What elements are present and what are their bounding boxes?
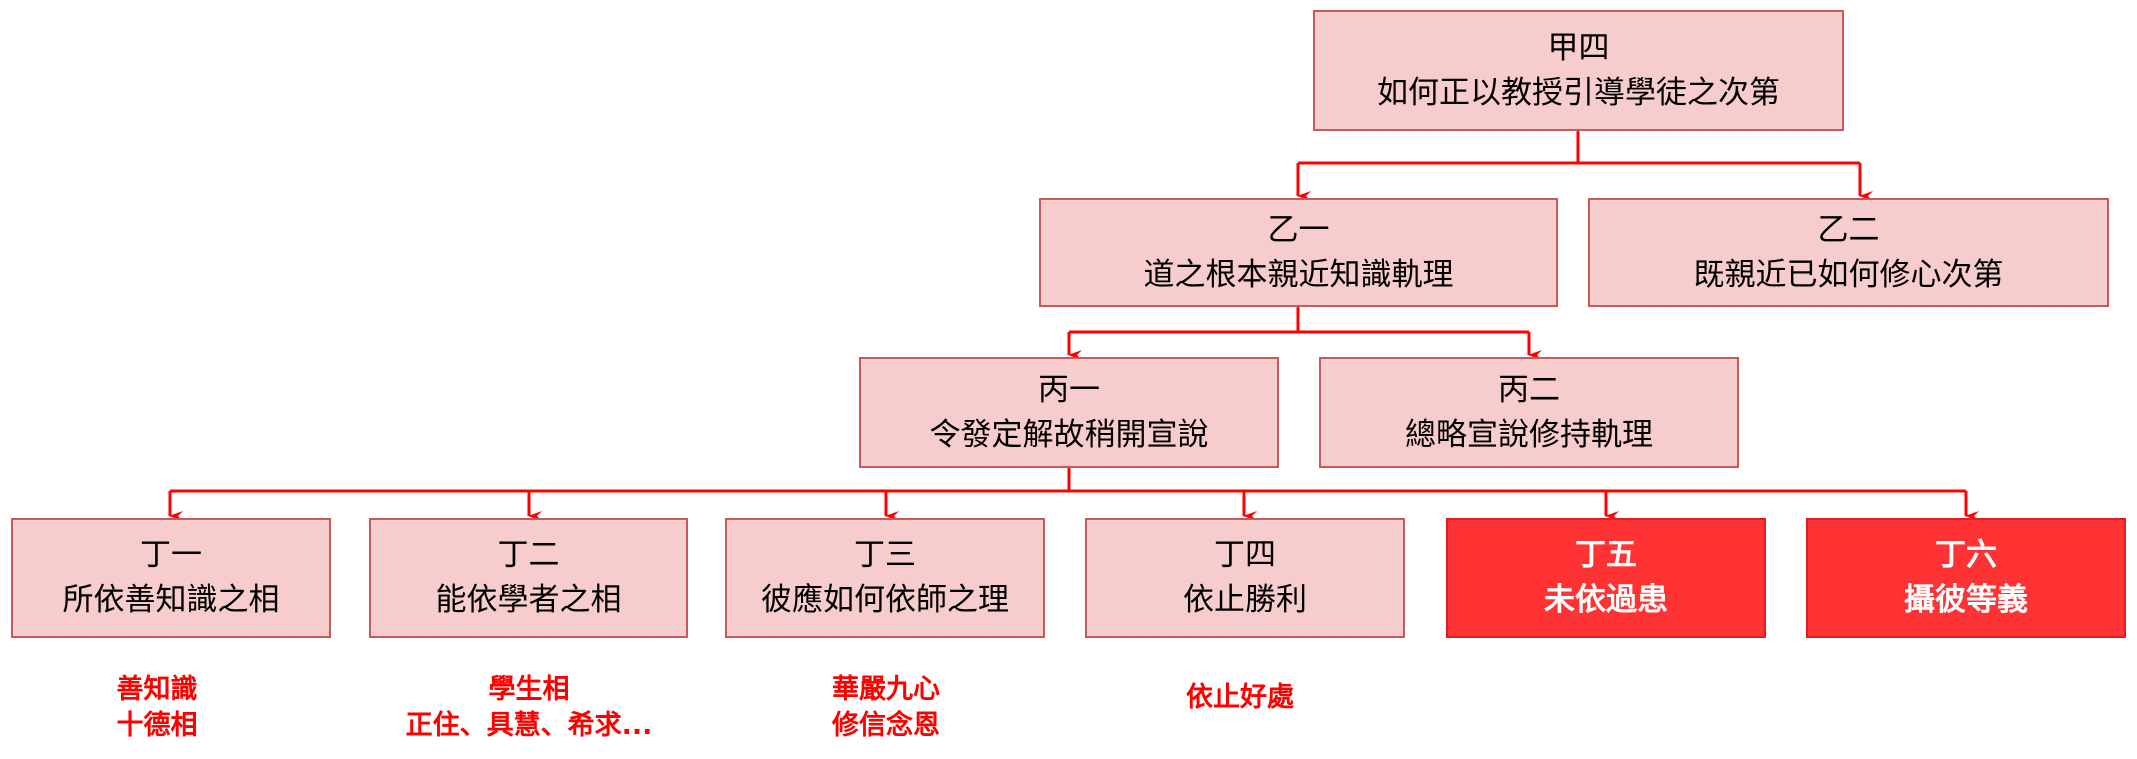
node-title: 所依善知識之相 (62, 582, 280, 618)
node-level: 丙二 (1498, 371, 1560, 408)
node-ding1[interactable]: 丁一 所依善知識之相 (11, 518, 331, 638)
note-ding4: 依止好處 (1186, 680, 1294, 716)
connector-root (1298, 131, 1860, 165)
node-ding2[interactable]: 丁二 能依學者之相 (369, 518, 688, 638)
node-title: 未依過患 (1544, 582, 1668, 618)
node-jia4[interactable]: 甲四 如何正以教授引導學徒之次第 (1313, 10, 1844, 131)
node-level: 甲四 (1547, 29, 1610, 66)
note-ding3: 華嚴九心 修信念恩 (832, 672, 940, 744)
node-title: 彼應如何依師之理 (761, 582, 1009, 618)
node-bing2[interactable]: 丙二 總略宣說修持軌理 (1319, 357, 1739, 468)
node-level: 丁二 (497, 537, 560, 574)
note-ding2: 學生相 正住、具慧、希求... (406, 672, 653, 744)
node-ding6[interactable]: 丁六 攝彼等義 (1806, 518, 2126, 638)
note-line: 十德相 (116, 710, 198, 741)
node-title: 總略宣說修持軌理 (1405, 416, 1653, 453)
note-line: 學生相 (488, 674, 570, 705)
node-title: 既親近已如何修心次第 (1693, 256, 2004, 293)
node-title: 攝彼等義 (1904, 582, 2028, 618)
node-bing1[interactable]: 丙一 令發定解故稍開宣說 (859, 357, 1279, 468)
note-line: 正住、具慧、希求... (405, 710, 653, 741)
node-level: 丙一 (1038, 371, 1100, 408)
node-level: 乙二 (1817, 211, 1880, 248)
note-line: 善知識 (116, 674, 198, 705)
node-level: 乙一 (1267, 211, 1330, 248)
node-level: 丁三 (854, 537, 916, 574)
node-level: 丁五 (1575, 537, 1637, 574)
note-line: 修信念恩 (832, 710, 940, 741)
node-yi1[interactable]: 乙一 道之根本親近知識軌理 (1039, 198, 1558, 307)
node-level: 丁四 (1214, 537, 1276, 574)
node-title: 能依學者之相 (435, 582, 622, 618)
note-line: 依止好處 (1186, 682, 1294, 713)
node-level: 丁六 (1935, 537, 1997, 574)
connector-bing1 (170, 468, 1966, 493)
node-title: 依止勝利 (1183, 582, 1307, 618)
node-title: 令發定解故稍開宣說 (929, 416, 1209, 453)
node-title: 如何正以教授引導學徒之次第 (1377, 74, 1780, 111)
node-yi2[interactable]: 乙二 既親近已如何修心次第 (1588, 198, 2109, 307)
node-level: 丁一 (140, 537, 202, 574)
note-line: 華嚴九心 (832, 674, 940, 705)
node-title: 道之根本親近知識軌理 (1143, 256, 1454, 293)
node-ding5[interactable]: 丁五 未依過患 (1446, 518, 1766, 638)
node-ding3[interactable]: 丁三 彼應如何依師之理 (725, 518, 1045, 638)
connector-yi1 (1069, 307, 1529, 334)
node-ding4[interactable]: 丁四 依止勝利 (1085, 518, 1405, 638)
note-ding1: 善知識 十德相 (117, 672, 198, 744)
